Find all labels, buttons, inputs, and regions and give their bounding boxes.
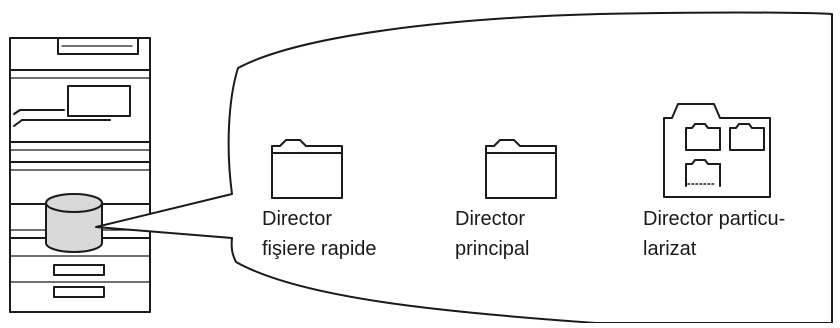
- printer-icon: [9, 37, 151, 313]
- folder-label-line1: Director: [455, 208, 526, 230]
- folder-icon: [485, 139, 557, 199]
- callout-bubble: [95, 11, 833, 324]
- folder-label-line2: fişiere rapide: [262, 238, 377, 260]
- folder-icon: [271, 139, 343, 199]
- folder-group-icon: [663, 103, 771, 198]
- folder-label-line1: Director particu-: [643, 208, 786, 230]
- folder-label-line2: principal: [455, 238, 530, 260]
- folder-label-line2: larizat: [643, 238, 697, 260]
- folder-label-line1: Director: [262, 208, 333, 230]
- storage-cylinder-icon: [45, 193, 103, 253]
